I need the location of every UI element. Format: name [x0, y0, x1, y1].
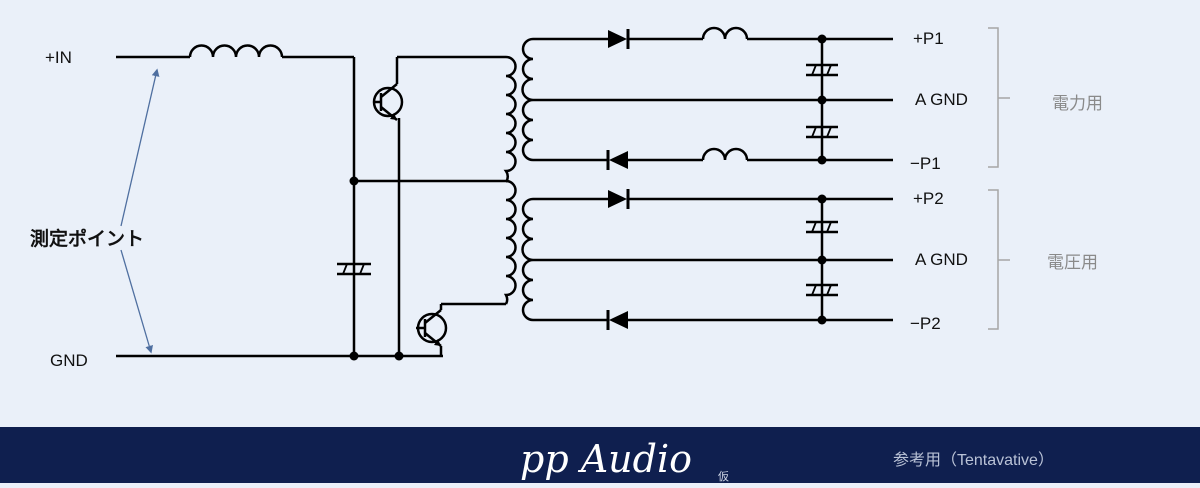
- bracket-voltage: [988, 189, 999, 330]
- label-agnd-2: A GND: [915, 250, 968, 269]
- label-p2-plus: +P2: [913, 189, 944, 208]
- label-agnd-1: A GND: [915, 90, 968, 109]
- input-inductor: [188, 44, 284, 58]
- footer-bar: [0, 427, 1200, 483]
- diode-p1-plus: [608, 29, 630, 49]
- measure-arrow-down: [120, 249, 153, 354]
- transistor-q2: [416, 302, 506, 356]
- diode-p2-plus: [608, 189, 630, 209]
- input-wiring: [116, 44, 506, 358]
- bracket-power: [988, 27, 999, 168]
- label-power-section: 電力用: [1052, 94, 1103, 113]
- diode-p1-minus: [606, 150, 628, 170]
- footer-brand-small: 仮: [718, 470, 729, 483]
- capacitor-c2: [806, 125, 838, 139]
- transformer-primary: [503, 55, 517, 305]
- transistor-q1: [372, 55, 506, 121]
- label-voltage-section: 電圧用: [1047, 253, 1098, 272]
- transformer-secondary: [521, 37, 534, 322]
- capacitor-c4: [806, 283, 838, 297]
- section-brackets: [988, 27, 1010, 330]
- label-measure-point: 測定ポイント: [30, 227, 144, 250]
- footer-brand: pp Audio: [520, 437, 692, 481]
- junction-dots: [349, 34, 827, 361]
- capacitor-c3: [806, 220, 838, 234]
- label-p2-minus: −P2: [910, 314, 941, 333]
- label-gnd: GND: [50, 351, 88, 370]
- output-capacitors: [806, 63, 838, 297]
- footer-tentative: 参考用（Tentavative）: [893, 451, 1054, 469]
- label-p1-plus: +P1: [913, 29, 944, 48]
- diode-p2-minus: [606, 310, 628, 330]
- measure-arrows: [120, 68, 160, 354]
- label-plus-in: +IN: [45, 48, 72, 67]
- output-rails: [533, 26, 893, 322]
- measure-arrow-up: [120, 68, 160, 227]
- capacitor-c1: [806, 63, 838, 77]
- input-capacitor: [337, 262, 371, 276]
- label-p1-minus: −P1: [910, 154, 941, 173]
